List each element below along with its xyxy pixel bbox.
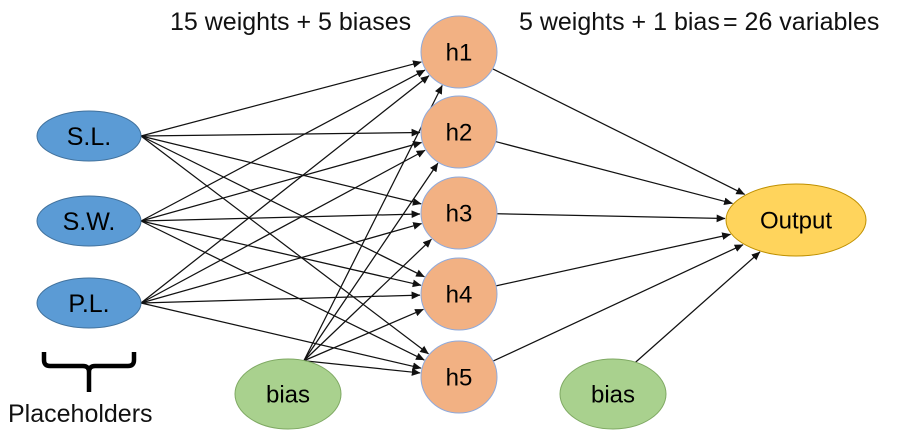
- output-node[interactable]: Output: [725, 183, 867, 257]
- edge-h3-to-output: [496, 213, 726, 223]
- edge-h2-to-output: [495, 140, 733, 206]
- input-node-in-sl[interactable]: S.L.: [36, 110, 142, 162]
- edge-bias-to-h2: [303, 162, 439, 362]
- hidden-node-h3-shape[interactable]: [420, 176, 498, 250]
- edge-in-sw-to-h5: [140, 220, 425, 361]
- hidden-node-h2[interactable]: h2: [420, 95, 498, 169]
- edge-in-pl-to-h4: [140, 291, 421, 304]
- annotation-mid-weights: 5 weights + 1 bias: [519, 8, 720, 36]
- edge-in-pl-to-h2: [140, 149, 426, 304]
- edge-in-pl-to-h1: [140, 75, 430, 304]
- edge-h1-to-output: [492, 68, 746, 195]
- edge-in-sw-to-h3: [140, 210, 421, 222]
- annotation-total-variables: = 26 variables: [723, 8, 879, 36]
- bias-node-bias-hidden[interactable]: bias: [234, 358, 342, 430]
- edges-hidden-to-output: [492, 68, 746, 362]
- input-node-in-sl-shape[interactable]: [36, 110, 142, 162]
- hidden-node-h5[interactable]: h5: [420, 340, 498, 414]
- edges-bias-to-output: [634, 251, 761, 363]
- placeholders-label: Placeholders: [8, 400, 153, 428]
- edge-in-sw-to-h4: [140, 220, 422, 288]
- edges-bias-to-hidden: [303, 85, 443, 376]
- edge-in-sl-to-h3: [140, 135, 422, 206]
- bias-node-bias-output-shape[interactable]: [559, 358, 667, 430]
- edges-input-to-hidden: [140, 60, 430, 371]
- hidden-node-h4[interactable]: h4: [420, 257, 498, 331]
- bias-node-bias-output[interactable]: bias: [559, 358, 667, 430]
- edge-bias-to-output: [634, 251, 761, 363]
- edge-in-sl-to-h2: [140, 128, 421, 137]
- input-node-in-pl[interactable]: P.L.: [36, 277, 142, 329]
- edge-in-pl-to-h5: [140, 302, 422, 371]
- hidden-node-h1-shape[interactable]: [420, 15, 498, 89]
- hidden-node-h4-shape[interactable]: [420, 257, 498, 331]
- annotation-left-weights: 15 weights + 5 biases: [170, 8, 411, 36]
- hidden-node-h2-shape[interactable]: [420, 95, 498, 169]
- edge-h4-to-output: [495, 232, 731, 287]
- hidden-node-h1[interactable]: h1: [420, 15, 498, 89]
- placeholders-brace: [41, 352, 137, 392]
- edge-in-sw-to-h1: [140, 69, 426, 222]
- edge-h5-to-output: [492, 244, 744, 362]
- input-node-in-sw[interactable]: S.W.: [36, 195, 142, 247]
- edge-bias-to-h1: [303, 85, 443, 362]
- edge-bias-to-h5: [303, 360, 421, 376]
- edge-bias-to-h4: [303, 308, 424, 362]
- input-node-in-pl-shape[interactable]: [36, 277, 142, 329]
- bias-node-bias-hidden-shape[interactable]: [234, 358, 342, 430]
- input-node-in-sw-shape[interactable]: [36, 195, 142, 247]
- hidden-node-h5-shape[interactable]: [420, 340, 498, 414]
- edge-bias-to-h3: [303, 238, 432, 362]
- output-node-shape[interactable]: [725, 183, 867, 257]
- edge-in-sl-to-h5: [140, 135, 429, 355]
- edge-in-sl-to-h1: [140, 60, 422, 137]
- edge-in-pl-to-h3: [140, 222, 422, 304]
- hidden-node-h3[interactable]: h3: [420, 176, 498, 250]
- edge-in-sw-to-h2: [140, 141, 422, 222]
